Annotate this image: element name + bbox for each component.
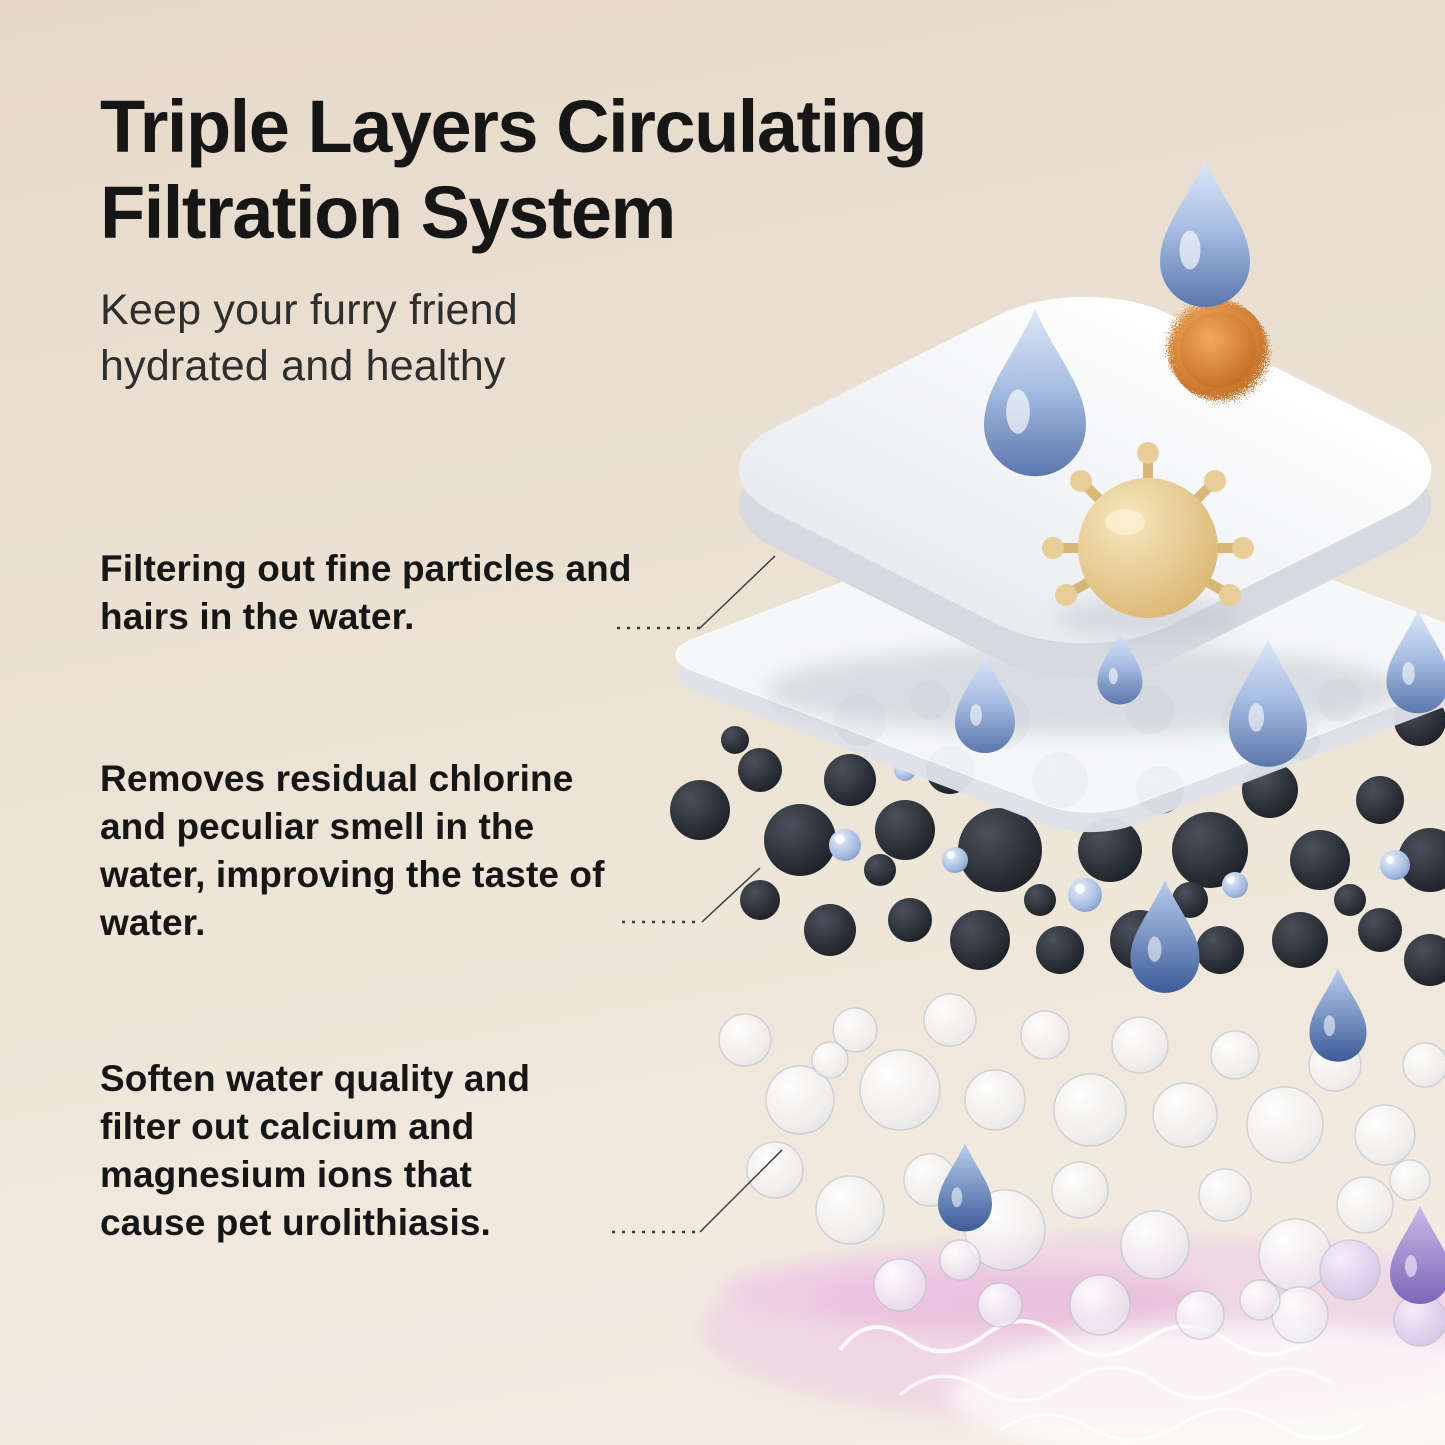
title-line-2: Filtration System xyxy=(100,170,676,254)
germ-icon xyxy=(1042,442,1254,636)
leader-line-carbon-filter xyxy=(622,867,761,924)
header: Triple Layers Circulating Filtration Sys… xyxy=(100,84,928,396)
water-drop-icon xyxy=(1309,968,1367,1062)
water-drop-icon xyxy=(955,655,1015,753)
pet-hair-ball-icon xyxy=(1168,300,1268,400)
water-drop-icon xyxy=(1229,639,1307,767)
activated-carbon-layer xyxy=(670,678,1445,986)
subtitle: Keep your furry friend hydrated and heal… xyxy=(100,282,926,396)
glass-beads xyxy=(829,759,1410,912)
water-drop-icon xyxy=(1390,1206,1445,1304)
fiber-tangle xyxy=(838,1319,1366,1442)
fine-filter-membrane-layer xyxy=(675,497,1445,833)
annotation-fine-filter: Filtering out fine particles and hairs i… xyxy=(100,548,632,638)
water-drop-icon xyxy=(984,309,1086,477)
page-title: Triple Layers Circulating Filtration Sys… xyxy=(100,84,928,256)
leader-lines xyxy=(612,555,783,1234)
water-drop-icon xyxy=(1386,610,1445,714)
foam-layer-shadow xyxy=(765,645,1405,735)
ion-exchange-resin-layer xyxy=(718,993,1445,1347)
title-line-1: Triple Layers Circulating xyxy=(100,85,928,168)
leader-line-resin-filter xyxy=(612,1149,783,1234)
subtitle-line-1: Keep your furry friend xyxy=(100,285,518,334)
water-drop-icon xyxy=(938,1143,992,1232)
water-drop-icon xyxy=(1160,160,1250,307)
water-drop-icon xyxy=(1097,631,1143,705)
subtitle-line-2: hydrated and healthy xyxy=(100,342,506,391)
annotation-carbon-filter: Removes residual chlorine and peculiar s… xyxy=(100,758,605,944)
annotation-resin-filter: Soften water quality and filter out calc… xyxy=(100,1058,531,1244)
water-drop-icon xyxy=(1130,880,1200,993)
water-drops xyxy=(938,160,1445,1304)
bottom-glow xyxy=(700,1235,1445,1445)
